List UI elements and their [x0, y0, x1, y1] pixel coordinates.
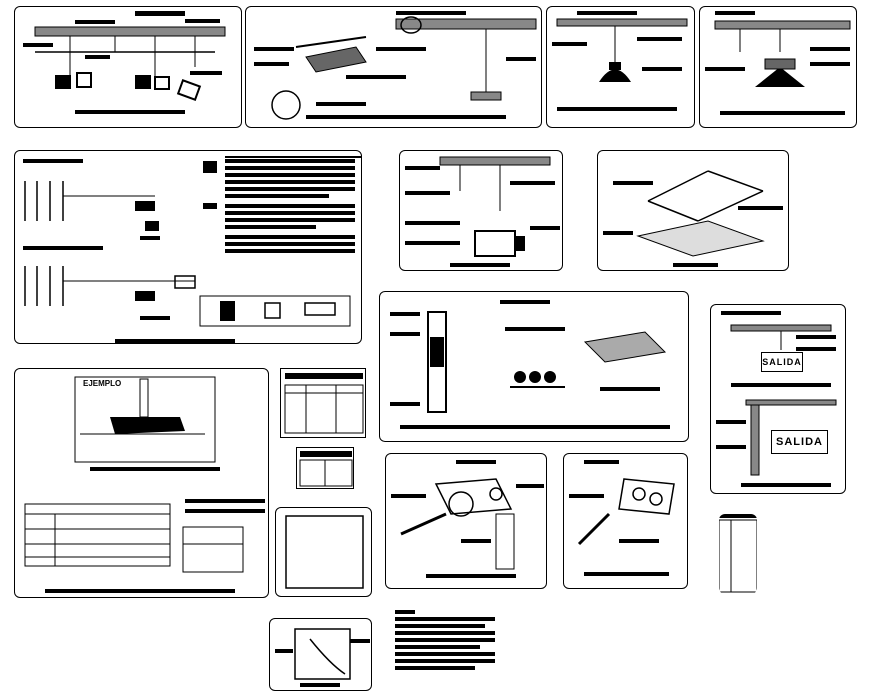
detail-panel-motor-connection: [399, 150, 563, 271]
fluorescent-support-drawing: [254, 11, 537, 120]
detail-panel-downlight: [699, 6, 857, 128]
detail-panel-junction-box-2: [563, 453, 688, 589]
small-table-drawing: [299, 451, 353, 487]
detail-panel-small-table: [296, 447, 354, 489]
blank-frame-drawing: [285, 515, 364, 589]
wiring-schematics-drawing: [23, 156, 361, 343]
exit-sign-lower: SALIDA: [771, 430, 828, 454]
detail-panel-small-box: [269, 618, 372, 691]
junction-box-1-drawing: [391, 460, 544, 578]
detail-panel-conduit-lamp-assembly: [379, 291, 689, 442]
detail-panel-ceiling-luminaires: [14, 6, 242, 128]
detail-panel-ceiling-tray: [597, 150, 789, 271]
detail-panel-wiring-schematics: [14, 150, 362, 344]
detail-panel-fluorescent-support: [245, 6, 542, 128]
exit-sign-drawing: [716, 311, 837, 487]
detail-panel-example-and-tables: EJEMPLO: [14, 368, 269, 598]
detail-panel-schedule-table: [280, 368, 366, 438]
ceiling-tray-drawing: [603, 170, 783, 267]
detail-panel-pendant-lamp: [546, 6, 695, 128]
example-label: EJEMPLO: [83, 379, 122, 388]
ceiling-luminaires-drawing: [23, 11, 226, 114]
legend-table: [719, 514, 757, 594]
schematic-notes: [225, 159, 355, 256]
junction-box-2-drawing: [569, 460, 675, 576]
small-box-drawing: [275, 628, 370, 687]
legend-table-drawing: [719, 514, 757, 593]
pendant-lamp-drawing: [552, 11, 688, 111]
motor-connection-drawing: [405, 156, 560, 267]
schedule-table-drawing: [284, 373, 364, 434]
general-notes: [395, 610, 495, 673]
downlight-drawing: [705, 11, 851, 115]
exit-sign-upper: SALIDA: [761, 352, 803, 372]
detail-panel-junction-box-1: [385, 453, 547, 589]
detail-panel-exit-sign: SALIDA SALIDA: [710, 304, 846, 494]
example-drawing: [24, 376, 265, 593]
detail-panel-blank-frame: [275, 507, 372, 597]
conduit-lamp-drawing: [390, 300, 670, 429]
